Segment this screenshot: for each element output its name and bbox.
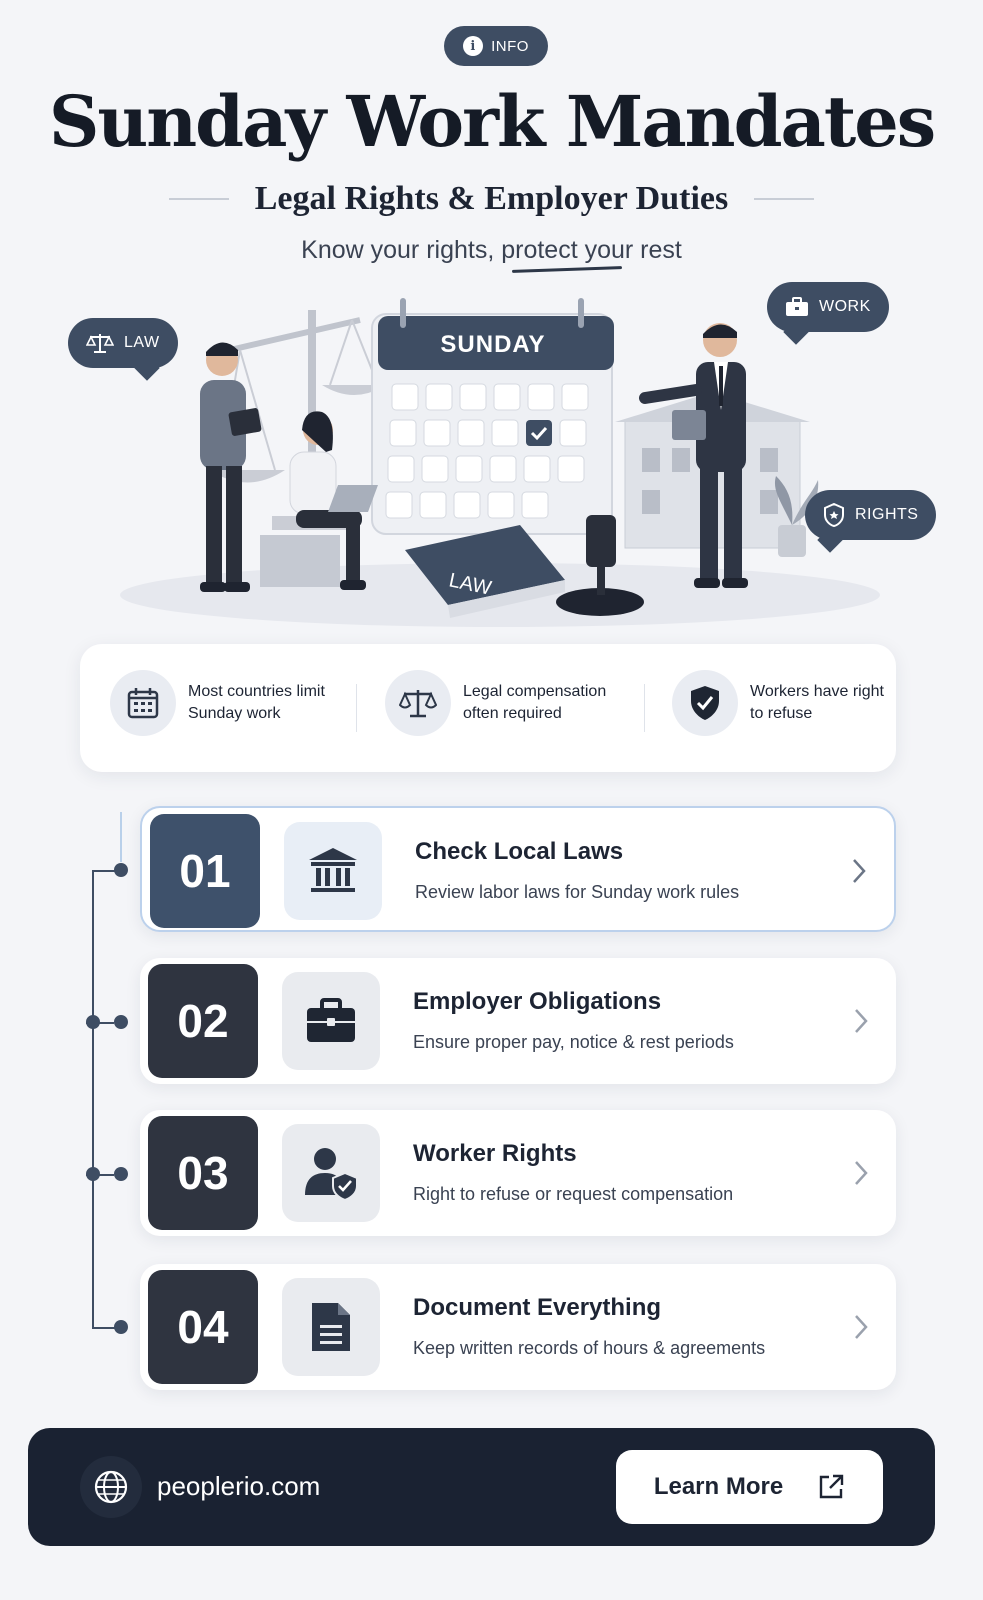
timeline-dot — [114, 1167, 128, 1181]
timeline-line — [92, 870, 94, 1328]
timeline-accent — [120, 812, 122, 862]
stat-divider — [644, 684, 645, 732]
stat-item: Workers have right to refuse — [672, 670, 900, 736]
scales-icon — [86, 334, 114, 353]
step-title: Employer Obligations — [413, 988, 662, 1015]
stat-item: Legal compensation often required — [385, 670, 633, 736]
scales-icon — [399, 690, 437, 718]
step-description: Ensure proper pay, notice & rest periods — [413, 1032, 734, 1052]
document-icon — [312, 1303, 350, 1351]
step-card-employer-obligations[interactable]: 02 Employer Obligations Ensure proper pa… — [140, 958, 896, 1084]
shield-check-icon — [691, 686, 719, 720]
step-card-document-everything[interactable]: 04 Document Everything Keep written reco… — [140, 1264, 896, 1390]
legal-scene-illustration: SUNDAY LAW — [120, 298, 880, 627]
step-card-worker-rights[interactable]: 03 Worker Rights Right to refuse or requ… — [140, 1110, 896, 1236]
rights-bubble-label: RIGHTS — [855, 506, 919, 523]
law-bubble: LAW — [68, 318, 178, 368]
step-description: Review labor laws for Sunday work rules — [415, 882, 740, 902]
step-title: Check Local Laws — [415, 838, 624, 865]
stat-text: Legal compensation often required — [463, 683, 607, 722]
subtitle-rule-left — [168, 198, 229, 200]
info-badge: i INFO — [444, 26, 548, 66]
tagline-underline — [511, 266, 623, 273]
briefcase-icon — [786, 297, 808, 316]
shield-icon — [824, 503, 844, 527]
page-subtitle: Legal Rights & Employer Duties — [254, 180, 729, 217]
courthouse-icon — [309, 848, 357, 892]
timeline-dot — [86, 1015, 100, 1029]
woman-with-laptop-illustration — [260, 411, 378, 590]
chevron-right-icon[interactable] — [848, 1158, 874, 1188]
stat-text: Workers have right to refuse — [750, 683, 884, 722]
timeline-dot — [86, 1167, 100, 1181]
gavel-illustration — [556, 515, 644, 616]
learn-more-label: Learn More — [653, 1473, 784, 1500]
footer-bar: peoplerio.com Learn More — [28, 1428, 935, 1546]
law-bubble-label: LAW — [124, 334, 160, 351]
timeline-dot — [114, 1015, 128, 1029]
timeline-connector — [86, 1022, 114, 1024]
work-bubble-label: WORK — [819, 298, 871, 315]
rights-bubble: RIGHTS — [805, 490, 937, 540]
step-title: Document Everything — [413, 1294, 662, 1321]
timeline-dot — [114, 1320, 128, 1334]
step-icon-box — [282, 1278, 380, 1376]
stat-divider — [356, 684, 357, 732]
step-card-check-local-laws[interactable]: 01 Check Local Laws Review labor laws fo… — [140, 806, 896, 932]
subtitle-row: Legal Rights & Employer Duties — [0, 180, 983, 218]
step-icon-box — [282, 972, 380, 1070]
law-book-illustration: LAW — [405, 525, 565, 618]
page-title: Sunday Work Mandates — [48, 80, 936, 163]
step-number: 01 — [150, 814, 260, 928]
step-icon-box — [282, 1124, 380, 1222]
tagline: Know your rights, protect your rest — [301, 236, 682, 264]
work-bubble: WORK — [767, 282, 889, 332]
website-link[interactable]: peoplerio.com — [157, 1471, 321, 1501]
stat-icon-circle — [110, 670, 176, 736]
step-icon-box — [284, 822, 382, 920]
man-with-tablet-illustration — [200, 342, 262, 592]
timeline-dot — [114, 863, 128, 877]
step-description: Right to refuse or request compensation — [413, 1184, 734, 1204]
calendar-sunday-label: SUNDAY — [440, 331, 545, 358]
info-icon: i — [463, 36, 484, 56]
step-number: 02 — [148, 964, 258, 1078]
stat-text: Most countries limit Sunday work — [188, 683, 325, 722]
step-number: 04 — [148, 1270, 258, 1384]
subtitle-rule-right — [754, 198, 815, 200]
step-title: Worker Rights — [413, 1140, 577, 1167]
timeline-connector — [92, 870, 120, 872]
timeline-connector — [92, 1327, 120, 1329]
stat-item: Most countries limit Sunday work — [110, 670, 338, 736]
chevron-right-icon[interactable] — [848, 1006, 874, 1036]
globe-icon — [94, 1470, 128, 1504]
step-description: Keep written records of hours & agreemen… — [413, 1338, 766, 1358]
calendar-icon — [127, 688, 159, 719]
businessman-illustration — [639, 323, 748, 588]
info-badge-label: INFO — [491, 37, 529, 55]
step-number: 03 — [148, 1116, 258, 1230]
hero-illustration: SUNDAY LAW — [60, 280, 940, 640]
globe-icon-circle — [80, 1456, 142, 1518]
timeline-connector — [86, 1174, 114, 1176]
user-shield-icon — [305, 1148, 358, 1201]
stat-icon-circle — [385, 670, 451, 736]
calendar-illustration: SUNDAY — [371, 298, 614, 535]
external-link-icon — [819, 1474, 844, 1499]
briefcase-icon — [307, 998, 355, 1042]
chevron-right-icon[interactable] — [846, 856, 872, 886]
stats-card: Most countries limit Sunday work Legal c… — [80, 644, 896, 772]
chevron-right-icon[interactable] — [848, 1312, 874, 1342]
learn-more-button[interactable]: Learn More — [616, 1450, 883, 1524]
stat-icon-circle — [672, 670, 738, 736]
